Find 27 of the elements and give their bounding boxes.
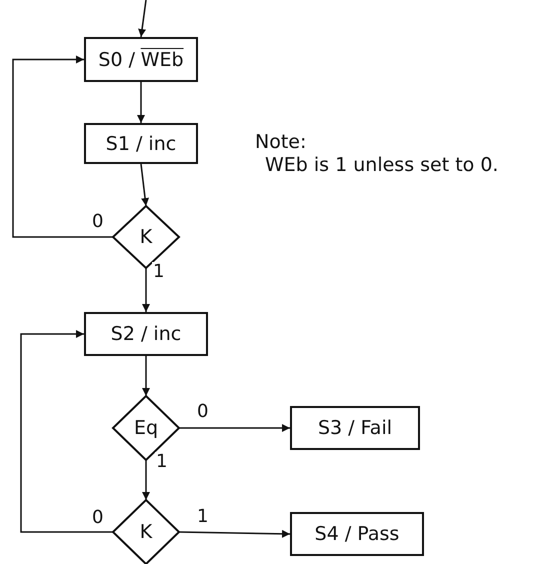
state-box [84,123,198,164]
signal-name: WEb [140,48,184,70]
arrow [138,0,147,38]
state-label: S3 / Fail [318,417,392,439]
state-label: S2 / inc [110,323,182,345]
note-text: Note: [255,131,306,153]
arrow [142,460,150,500]
state-box [290,406,420,450]
arrow [179,424,290,432]
state-label: Eq [134,417,158,439]
arrow [137,82,145,123]
arrow [178,530,290,538]
state-label: K [140,226,152,248]
arrow [140,164,150,206]
arrow [12,56,113,238]
note-text: WEb is 1 unless set to 0. [265,154,498,176]
state-label: S1 / inc [106,132,176,154]
state-label: K [140,521,152,543]
state-label: S0 / [98,48,136,70]
state-label: S4 / Pass [314,523,400,545]
arrow [142,268,150,312]
arrow [20,330,113,533]
state-box [84,312,208,356]
decision-diamond [112,498,180,564]
state-box [84,37,198,82]
arrow [142,356,150,396]
state-box [290,512,424,556]
